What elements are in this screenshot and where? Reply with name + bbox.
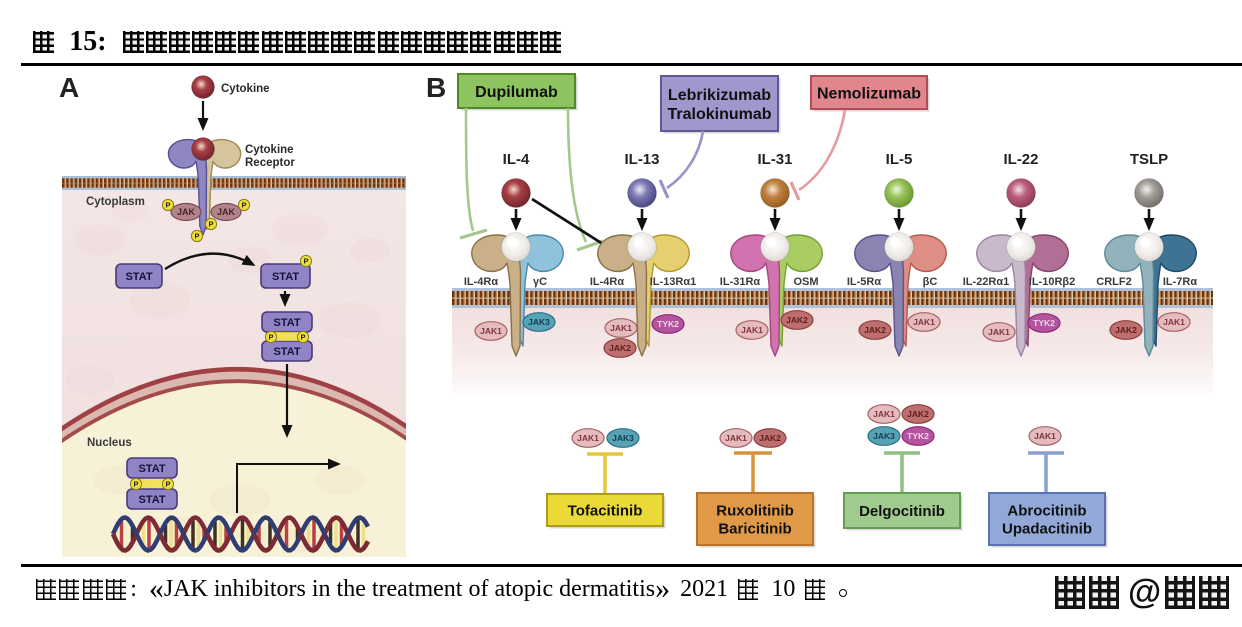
svg-text:STAT: STAT xyxy=(138,494,165,506)
svg-text:STAT: STAT xyxy=(273,346,300,358)
svg-text:TYK2: TYK2 xyxy=(657,319,679,329)
svg-text:Tralokinumab: Tralokinumab xyxy=(667,106,771,123)
svg-text:JAK2: JAK2 xyxy=(786,315,808,325)
svg-text:TYK2: TYK2 xyxy=(1033,318,1055,328)
svg-text:JAK3: JAK3 xyxy=(873,431,895,441)
svg-text:IL-7Rα: IL-7Rα xyxy=(1163,276,1198,288)
svg-text:IL-13: IL-13 xyxy=(624,151,659,168)
svg-text:JAK1: JAK1 xyxy=(725,433,747,443)
svg-text:JAK1: JAK1 xyxy=(610,323,632,333)
svg-text:B: B xyxy=(426,72,446,103)
svg-text:JAK2: JAK2 xyxy=(864,325,886,335)
svg-text:Nucleus: Nucleus xyxy=(87,437,132,449)
svg-text:Ruxolitinib: Ruxolitinib xyxy=(716,502,794,519)
svg-text:JAK: JAK xyxy=(177,207,196,217)
svg-text:JAK1: JAK1 xyxy=(741,325,763,335)
svg-text:IL-4Rα: IL-4Rα xyxy=(464,276,499,288)
svg-text:P: P xyxy=(303,257,308,266)
svg-text:JAK1: JAK1 xyxy=(480,326,502,336)
svg-text:P: P xyxy=(133,480,138,489)
svg-text:IL-5: IL-5 xyxy=(886,151,913,168)
svg-text:JAK2: JAK2 xyxy=(609,343,631,353)
svg-text:βC: βC xyxy=(923,276,938,288)
svg-text:IL-31: IL-31 xyxy=(757,151,792,168)
svg-text:IL-13Rα1: IL-13Rα1 xyxy=(650,276,697,288)
svg-text:JAK1: JAK1 xyxy=(1034,431,1056,441)
svg-text:Dupilumab: Dupilumab xyxy=(475,84,558,101)
svg-text:IL-5Rα: IL-5Rα xyxy=(847,276,882,288)
svg-text:IL-22: IL-22 xyxy=(1003,151,1038,168)
svg-text:P: P xyxy=(208,220,213,229)
svg-text:Nemolizumab: Nemolizumab xyxy=(817,85,921,102)
svg-text:A: A xyxy=(59,72,79,103)
svg-text:IL-31Rα: IL-31Rα xyxy=(720,276,761,288)
svg-text:JAK2: JAK2 xyxy=(1115,325,1137,335)
svg-text:Cytokine: Cytokine xyxy=(221,83,270,95)
svg-text:Lebrikizumab: Lebrikizumab xyxy=(668,87,771,104)
svg-text:OSM: OSM xyxy=(793,276,818,288)
svg-text:STAT: STAT xyxy=(272,271,299,283)
svg-text:P: P xyxy=(268,333,273,342)
svg-text:JAK2: JAK2 xyxy=(907,409,929,419)
svg-text:STAT: STAT xyxy=(125,271,152,283)
svg-text:γC: γC xyxy=(533,276,547,288)
svg-text:IL-22Rα1: IL-22Rα1 xyxy=(963,276,1010,288)
svg-text:TSLP: TSLP xyxy=(1130,151,1168,168)
svg-text:Delgocitinib: Delgocitinib xyxy=(859,503,945,520)
svg-text:CRLF2: CRLF2 xyxy=(1096,276,1131,288)
svg-text:JAK1: JAK1 xyxy=(913,317,935,327)
svg-text:IL-10Rβ2: IL-10Rβ2 xyxy=(1029,276,1075,288)
svg-text:JAK1: JAK1 xyxy=(873,409,895,419)
svg-text:JAK3: JAK3 xyxy=(528,317,550,327)
svg-text:TYK2: TYK2 xyxy=(907,431,929,441)
svg-text:Cytoplasm: Cytoplasm xyxy=(86,196,145,208)
svg-text:JAK1: JAK1 xyxy=(1163,317,1185,327)
svg-text:JAK3: JAK3 xyxy=(612,433,634,443)
svg-text:Baricitinib: Baricitinib xyxy=(718,520,791,537)
svg-text:IL-4: IL-4 xyxy=(503,151,530,168)
svg-text:P: P xyxy=(300,333,305,342)
svg-text:P: P xyxy=(241,201,246,210)
svg-text:Abrocitinib: Abrocitinib xyxy=(1007,502,1086,519)
svg-text:P: P xyxy=(194,232,199,241)
svg-text:JAK1: JAK1 xyxy=(577,433,599,443)
svg-text:P: P xyxy=(165,480,170,489)
svg-text:IL-4Rα: IL-4Rα xyxy=(590,276,625,288)
svg-text:Tofacitinib: Tofacitinib xyxy=(568,502,643,519)
svg-text:Upadacitinib: Upadacitinib xyxy=(1002,520,1092,537)
svg-text:Receptor: Receptor xyxy=(245,157,295,169)
svg-text:JAK2: JAK2 xyxy=(759,433,781,443)
svg-text:STAT: STAT xyxy=(273,317,300,329)
svg-text:JAK1: JAK1 xyxy=(988,327,1010,337)
svg-text:STAT: STAT xyxy=(138,463,165,475)
svg-text:Cytokine: Cytokine xyxy=(245,144,294,156)
svg-text:JAK: JAK xyxy=(217,207,236,217)
svg-text:P: P xyxy=(165,201,170,210)
